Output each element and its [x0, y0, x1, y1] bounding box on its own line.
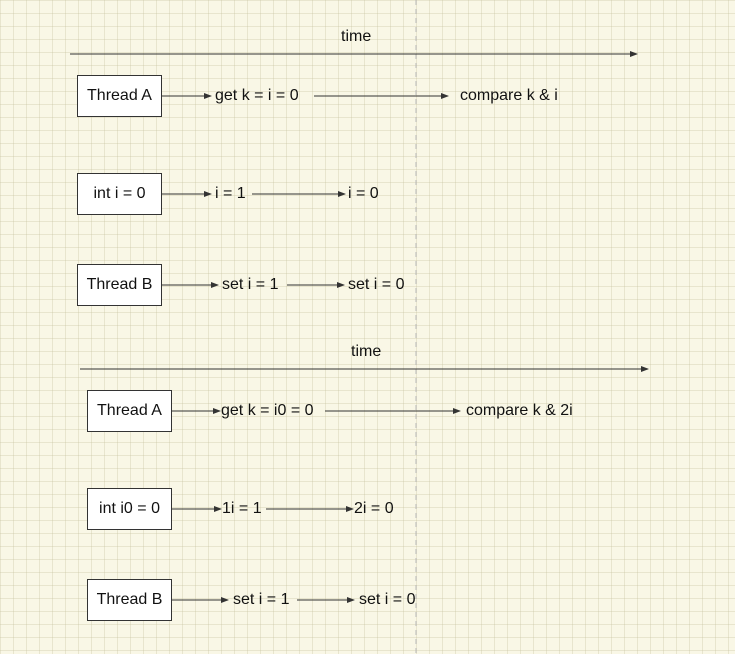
thread-a-box-2: Thread A: [87, 390, 172, 432]
thread-a-box-1: Thread A: [77, 75, 162, 117]
thread-b-box-2: Thread B: [87, 579, 172, 621]
step-set-1-2: set i = 1: [233, 591, 290, 608]
step-get-k-2: get k = i0 = 0: [221, 402, 314, 419]
step-get-k-1: get k = i = 0: [215, 87, 299, 104]
step-set-0-2: set i = 0: [359, 591, 416, 608]
int-i-box-1: int i = 0: [77, 173, 162, 215]
step-compare-1: compare k & i: [460, 87, 558, 104]
step-2i-2: 2i = 0: [354, 500, 394, 517]
step-i-1-1: i = 1: [215, 185, 246, 202]
time-label-2: time: [351, 343, 382, 360]
thread-b-box-1: Thread B: [77, 264, 162, 306]
step-set-1-1: set i = 1: [222, 276, 279, 293]
step-set-0-1: set i = 0: [348, 276, 405, 293]
step-compare-2: compare k & 2i: [466, 402, 573, 419]
step-i-0-1: i = 0: [348, 185, 379, 202]
time-label-1: time: [341, 28, 372, 45]
int-i0-box-2: int i0 = 0: [87, 488, 172, 530]
step-1i-2: 1i = 1: [222, 500, 262, 517]
